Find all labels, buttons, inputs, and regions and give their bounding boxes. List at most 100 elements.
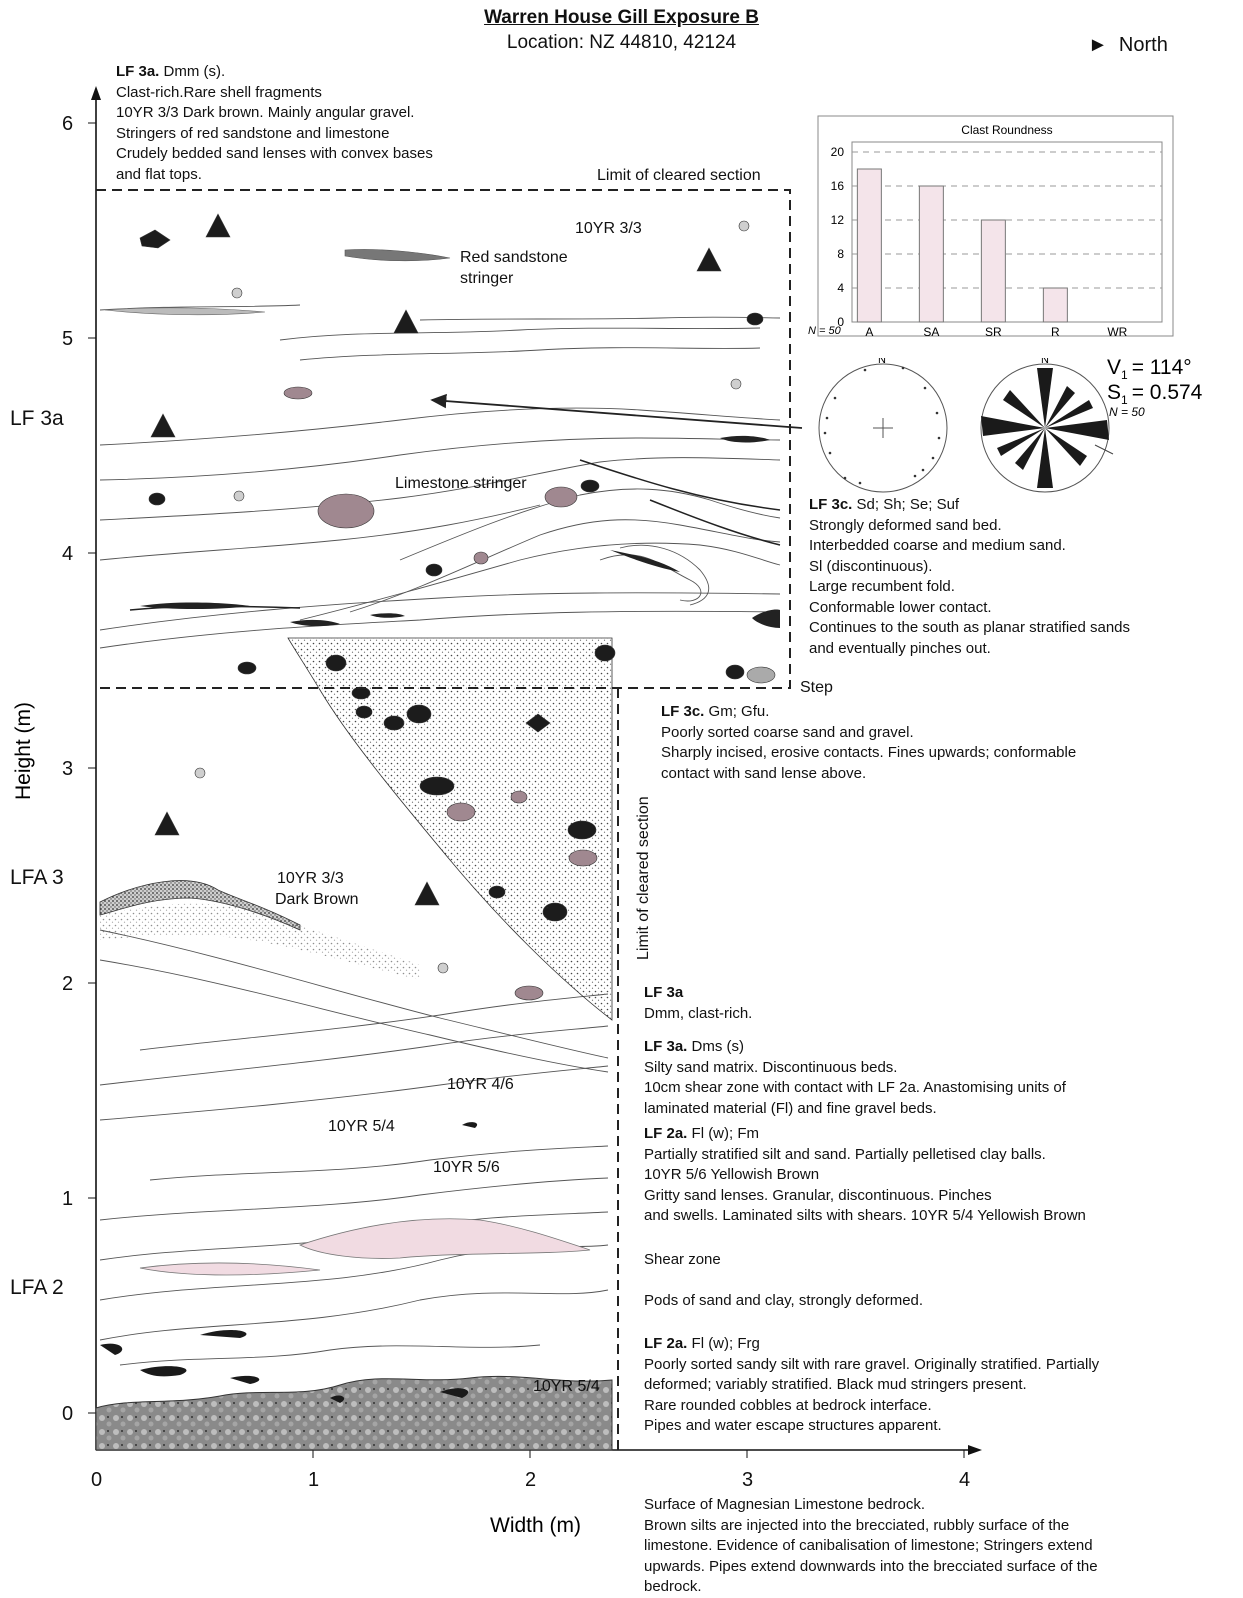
bar-a [856, 168, 882, 323]
recumbent-fold [610, 550, 680, 572]
x-axis-arrowhead [968, 1445, 982, 1455]
y-tick-label: 16 [831, 179, 845, 193]
stereonet [818, 363, 948, 493]
red-sandstone-label: Red sandstone [460, 249, 568, 266]
rose-diagram [980, 363, 1110, 493]
colour-label: 10YR 5/4 [533, 1378, 600, 1395]
y-tick-label: 20 [831, 145, 845, 159]
y-tick-label: 8 [837, 247, 844, 261]
sand-lens [139, 1262, 321, 1276]
colour-label: 10YR 5/4 [328, 1118, 395, 1135]
limestone-stringer-label: Limestone stringer [395, 475, 527, 492]
limit-label-side: Limit of cleared section [635, 796, 652, 960]
north-label: North [1118, 34, 1168, 56]
x-tick: 3 [742, 1469, 753, 1491]
dark-stringer [290, 619, 340, 627]
stippled-sand [100, 903, 420, 980]
plot-area [851, 141, 1163, 323]
unit-label: LFA 2 [10, 1276, 64, 1299]
s1-label: S1= 0.574 [1107, 381, 1203, 407]
x-tick-label: SR [985, 325, 1002, 339]
fabric-poles [823, 366, 941, 485]
v1-label: V1= 114° [1107, 358, 1192, 382]
chart-frame [817, 115, 1174, 337]
lf3c-deformed-sand [99, 304, 781, 649]
unit-label: LFA 3 [10, 866, 64, 889]
x-tick: 1 [308, 1469, 319, 1491]
fabric-plots: N N V1= 114° S1= 0.574 N = 50 [818, 358, 1203, 493]
dark-stringer [370, 613, 405, 618]
desc-shear-zone: Shear zone [644, 1251, 721, 1268]
bar-sa [918, 185, 944, 323]
y-tick: 2 [62, 973, 73, 995]
north-label: N [1041, 358, 1049, 366]
x-tick-label: SA [923, 325, 939, 339]
mud-stringers [100, 1122, 478, 1403]
colour-label: 10YR 3/3 [575, 220, 642, 237]
n-label: N = 50 [1109, 405, 1145, 419]
bedrock-breccia [95, 1375, 613, 1451]
rose-petals [981, 368, 1109, 488]
colour-label: 10YR 4/6 [447, 1076, 514, 1093]
x-tick: 0 [91, 1469, 102, 1491]
dark-brown-label: Dark Brown [275, 891, 359, 908]
v1-arrow [1094, 444, 1114, 455]
desc-lf3c-upper: LF 3c. Sd; Sh; Se; Suf Strongly deformed… [809, 496, 1131, 657]
y-tick-label: 12 [831, 213, 845, 227]
y-tick: 6 [62, 113, 73, 135]
y-tick: 3 [62, 758, 73, 780]
y-tick: 0 [62, 1403, 73, 1425]
x-tick: 4 [959, 1469, 970, 1491]
y-tick: 4 [62, 543, 73, 565]
bar-sr [980, 219, 1006, 323]
limestone-stringer [104, 307, 266, 316]
x-tick-label: A [865, 325, 873, 339]
y-tick: 1 [62, 1188, 73, 1210]
desc-lf2a-lower: LF 2a. Fl (w); Frg Poorly sorted sandy s… [644, 1335, 1100, 1434]
y-axis-label: Height (m) [12, 702, 35, 800]
red-sandstone-label: stringer [460, 270, 514, 287]
dark-stringer [140, 602, 250, 609]
desc-lf3c-lower: LF 3c. Gm; Gfu. Poorly sorted coarse san… [661, 703, 1077, 782]
bar-r [1042, 287, 1068, 323]
gridlines [852, 151, 1162, 289]
x-tick-label: R [1051, 325, 1060, 339]
y-axis-arrowhead [91, 86, 101, 100]
dark-stringer [720, 435, 770, 443]
gravel-wedge [287, 637, 613, 1021]
desc-lf3a-top: LF 3a. Dmm (s). Clast-rich.Rare shell fr… [116, 63, 433, 183]
x-tick-label: WR [1107, 325, 1127, 339]
n-label: N = 50 [808, 325, 842, 337]
figure-title: Warren House Gill Exposure B [484, 7, 759, 28]
x-tick: 2 [525, 1469, 536, 1491]
y-tick-label: 4 [837, 281, 844, 295]
north-indicator: ► North [1088, 34, 1168, 57]
step-label: Step [800, 679, 833, 696]
fabric-arrow [430, 393, 803, 429]
location-label: Location: NZ 44810, 42124 [506, 32, 737, 53]
unit-label: LF 3a [10, 407, 64, 430]
chart-title: Clast Roundness [961, 123, 1052, 137]
north-arrow-icon: ► [1088, 34, 1119, 56]
desc-pods: Pods of sand and clay, strongly deformed… [644, 1292, 924, 1309]
clast-roundness-chart: Clast Roundness 0 4 8 12 16 20 A SA SR R WR N = 5… [808, 115, 1174, 339]
cleared-section-limit [96, 189, 791, 1450]
dark-stringer [752, 609, 780, 628]
desc-lf3a-mid: LF 3a Dmm, clast-rich. [644, 984, 753, 1022]
x-ticks: A SA SR R WR [865, 325, 1127, 339]
desc-lf3a-dms: LF 3a. Dms (s) Silty sand matrix. Discon… [644, 1038, 1066, 1117]
red-sandstone-stringer [344, 249, 451, 262]
desc-lf2a-upper: LF 2a. Fl (w); Fm Partially stratified s… [644, 1125, 1086, 1224]
bars [856, 168, 1068, 323]
clasts [139, 213, 776, 1001]
north-label: N [878, 358, 886, 366]
desc-bedrock: Surface of Magnesian Limestone bedrock. … [644, 1496, 1098, 1595]
y-ticks: 0 4 8 12 16 20 [831, 145, 845, 329]
x-axis-label: Width (m) [490, 1514, 581, 1537]
y-tick: 5 [62, 328, 73, 350]
lf2a-laminations [99, 929, 609, 1366]
dark-brown-label: 10YR 3/3 [277, 870, 344, 887]
y-tick-label: 0 [837, 315, 844, 329]
limit-label-top: Limit of cleared section [597, 167, 761, 184]
